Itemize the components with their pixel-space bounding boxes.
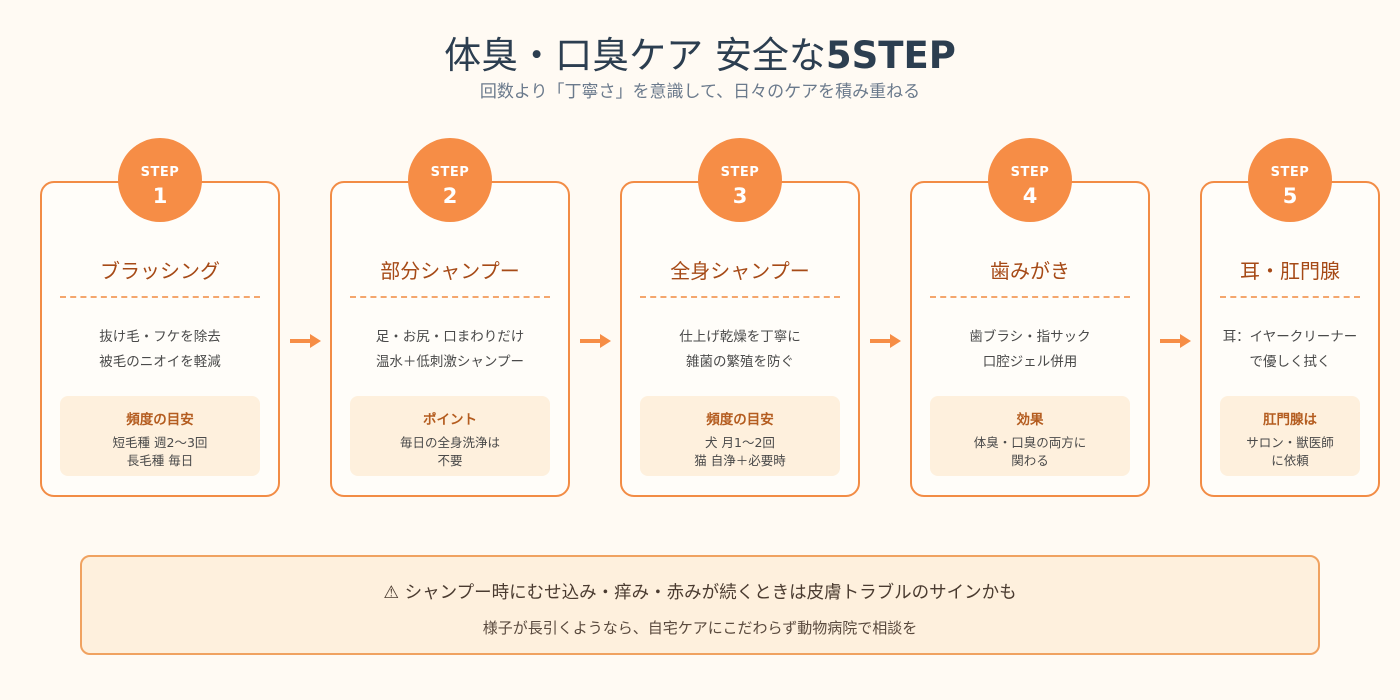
step-title: 耳・肛門腺 [1240, 259, 1340, 283]
step-number: 3 [732, 184, 748, 208]
info-box: ポイント 毎日の全身洗浄は 不要 [350, 396, 550, 476]
step-label: STEP [720, 165, 760, 180]
info-box: 効果 体臭・口臭の両方に 関わる [930, 396, 1130, 476]
page-title-bold: 5STEP [825, 34, 956, 77]
description-line: 歯ブラシ・指サック [969, 329, 1091, 345]
info-box-title: ポイント [423, 412, 477, 428]
step-badge-5: STEP 5 [1248, 138, 1332, 222]
divider [930, 296, 1130, 298]
step-badge-4: STEP 4 [988, 138, 1072, 222]
info-box-title: 肛門腺は [1263, 412, 1317, 428]
info-box-title: 頻度の目安 [126, 412, 194, 428]
step-badge-2: STEP 2 [408, 138, 492, 222]
step-badge-1: STEP 1 [118, 138, 202, 222]
info-box-line: 猫 自浄＋必要時 [694, 453, 786, 468]
warning-headline: ⚠ シャンプー時にむせ込み・痒み・赤みが続くときは皮膚トラブルのサインかも [383, 583, 1017, 603]
step-card-4: 歯みがき 歯ブラシ・指サック 口腔ジェル併用 効果 体臭・口臭の両方に 関わる [910, 181, 1150, 497]
step-label: STEP [140, 165, 180, 180]
info-box-body: 短毛種 週2〜3回 長毛種 毎日 [60, 434, 260, 470]
page-subtitle: 回数より「丁寧さ」を意識して、日々のケアを積み重ねる [479, 82, 921, 102]
step-title: 全身シャンプー [670, 259, 810, 283]
description-line: 温水＋低刺激シャンプー [375, 354, 525, 370]
arrow-right-icon [290, 334, 321, 348]
description-line: 口腔ジェル併用 [982, 354, 1078, 370]
step-title: 部分シャンプー [380, 259, 520, 283]
step-number: 1 [152, 184, 168, 208]
info-box-line: 毎日の全身洗浄は [399, 435, 500, 450]
info-box: 頻度の目安 犬 月1〜2回 猫 自浄＋必要時 [640, 396, 840, 476]
step-number: 5 [1282, 184, 1298, 208]
step-label: STEP [430, 165, 470, 180]
description-line: 足・お尻・口まわりだけ [375, 329, 525, 345]
info-box-title: 効果 [1016, 412, 1044, 428]
description-line: 抜け毛・フケを除去 [99, 329, 221, 345]
step-card-5: 耳・肛門腺 耳：イヤークリーナー で優しく拭く 肛門腺は サロン・獣医師 に依頼 [1200, 181, 1380, 497]
warning-box: ⚠ シャンプー時にむせ込み・痒み・赤みが続くときは皮膚トラブルのサインかも 様子… [80, 555, 1320, 655]
arrow-right-icon [870, 334, 901, 348]
info-box: 肛門腺は サロン・獣医師 に依頼 [1220, 396, 1360, 476]
page-title: 体臭・口臭ケア 安全な5STEP [0, 32, 1400, 80]
divider [640, 296, 840, 298]
info-box-line: 関わる [1011, 453, 1049, 468]
info-box-body: 毎日の全身洗浄は 不要 [350, 434, 550, 470]
info-box-line: サロン・獣医師 [1246, 435, 1334, 450]
step-description: 仕上げ乾燥を丁寧に 雑菌の繁殖を防ぐ [622, 325, 858, 375]
step-number: 4 [1022, 184, 1038, 208]
divider [1220, 296, 1360, 298]
warning-detail: 様子が長引くようなら、自宅ケアにこだわらず動物病院で相談を [482, 619, 918, 637]
step-number: 2 [442, 184, 458, 208]
step-description: 歯ブラシ・指サック 口腔ジェル併用 [912, 325, 1148, 375]
step-description: 足・お尻・口まわりだけ 温水＋低刺激シャンプー [332, 325, 568, 375]
arrow-right-icon [580, 334, 611, 348]
divider [60, 296, 260, 298]
arrow-right-icon [1160, 334, 1191, 348]
step-label: STEP [1010, 165, 1050, 180]
description-line: 耳：イヤークリーナー [1222, 329, 1358, 345]
info-box-line: 長毛種 毎日 [126, 453, 194, 468]
step-description: 抜け毛・フケを除去 被毛のニオイを軽減 [42, 325, 278, 375]
step-badge-3: STEP 3 [698, 138, 782, 222]
description-line: 被毛のニオイを軽減 [99, 354, 221, 370]
step-label: STEP [1270, 165, 1310, 180]
info-box-body: 体臭・口臭の両方に 関わる [930, 434, 1130, 470]
step-card-1: ブラッシング 抜け毛・フケを除去 被毛のニオイを軽減 頻度の目安 短毛種 週2〜… [40, 181, 280, 497]
info-box-body: サロン・獣医師 に依頼 [1220, 434, 1360, 470]
info-box-line: に依頼 [1271, 453, 1309, 468]
info-box-line: 短毛種 週2〜3回 [112, 435, 208, 450]
description-line: で優しく拭く [1249, 354, 1331, 370]
description-line: 仕上げ乾燥を丁寧に [679, 329, 801, 345]
description-line: 雑菌の繁殖を防ぐ [686, 354, 794, 370]
info-box-line: 不要 [437, 453, 463, 468]
info-box-title: 頻度の目安 [706, 412, 774, 428]
info-box-body: 犬 月1〜2回 猫 自浄＋必要時 [640, 434, 840, 470]
step-title: 歯みがき [990, 259, 1070, 283]
step-description: 耳：イヤークリーナー で優しく拭く [1202, 325, 1378, 375]
info-box-line: 犬 月1〜2回 [705, 435, 775, 450]
step-card-3: 全身シャンプー 仕上げ乾燥を丁寧に 雑菌の繁殖を防ぐ 頻度の目安 犬 月1〜2回… [620, 181, 860, 497]
info-box-line: 体臭・口臭の両方に [973, 435, 1087, 450]
page-title-main: 体臭・口臭ケア 安全な [444, 34, 826, 77]
divider [350, 296, 550, 298]
step-title: ブラッシング [100, 259, 220, 283]
info-box: 頻度の目安 短毛種 週2〜3回 長毛種 毎日 [60, 396, 260, 476]
step-card-2: 部分シャンプー 足・お尻・口まわりだけ 温水＋低刺激シャンプー ポイント 毎日の… [330, 181, 570, 497]
